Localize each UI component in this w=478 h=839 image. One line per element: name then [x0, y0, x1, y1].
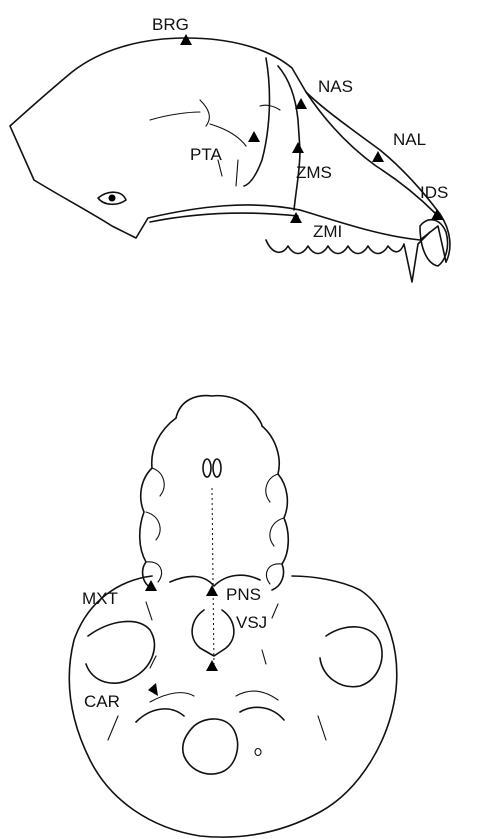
label-IDS: IDS	[420, 183, 448, 202]
marker-BRG	[180, 34, 192, 45]
basal-incisors	[176, 396, 262, 426]
basal-dental-arch-left	[140, 418, 176, 588]
marker-NAS	[295, 98, 307, 109]
marker-PNS	[206, 585, 218, 596]
label-NAS: NAS	[318, 77, 353, 96]
marker-PTA	[248, 131, 260, 142]
label-NAL: NAL	[393, 130, 426, 149]
basal-choanae	[192, 610, 234, 656]
label-BRG: BRG	[152, 15, 189, 34]
marker-VSJ	[206, 660, 218, 671]
basal-fossa-right	[320, 627, 382, 687]
basal-teeth-right	[266, 474, 284, 584]
marker-ZMS	[292, 142, 304, 153]
lateral-orbit-rim	[244, 58, 269, 186]
marker-ZMI	[290, 212, 302, 223]
lateral-skull-view: BRG NAS NAL PTA ZMS IDS ZMI	[10, 15, 450, 282]
marker-CAR	[148, 683, 158, 696]
lateral-zygomatic-arch	[150, 213, 298, 222]
lateral-suture	[150, 100, 280, 186]
label-MXT: MXT	[82, 589, 118, 608]
label-VSJ: VSJ	[236, 613, 267, 632]
lateral-incisor	[420, 220, 448, 266]
basal-dental-arch-right	[262, 426, 288, 590]
basal-small-foramen	[255, 749, 261, 756]
lateral-skull-outline	[10, 38, 450, 262]
lateral-ear-dot	[109, 195, 116, 202]
lateral-nasal-line	[306, 92, 436, 214]
lateral-teeth	[266, 232, 430, 282]
label-ZMS: ZMS	[296, 163, 332, 182]
incisive-foramen-right	[213, 459, 221, 477]
label-PNS: PNS	[226, 585, 261, 604]
label-CAR: CAR	[84, 692, 120, 711]
incisive-foramen-left	[203, 459, 211, 477]
basal-teeth-left	[146, 468, 164, 582]
foramen-magnum	[183, 719, 238, 774]
label-PTA: PTA	[190, 145, 222, 164]
basal-midline	[212, 488, 214, 668]
label-ZMI: ZMI	[313, 222, 342, 241]
lateral-frontal-process	[278, 66, 300, 210]
basal-skull-view: MXT PNS VSJ CAR	[69, 396, 397, 838]
basal-fossa-left	[86, 621, 154, 683]
